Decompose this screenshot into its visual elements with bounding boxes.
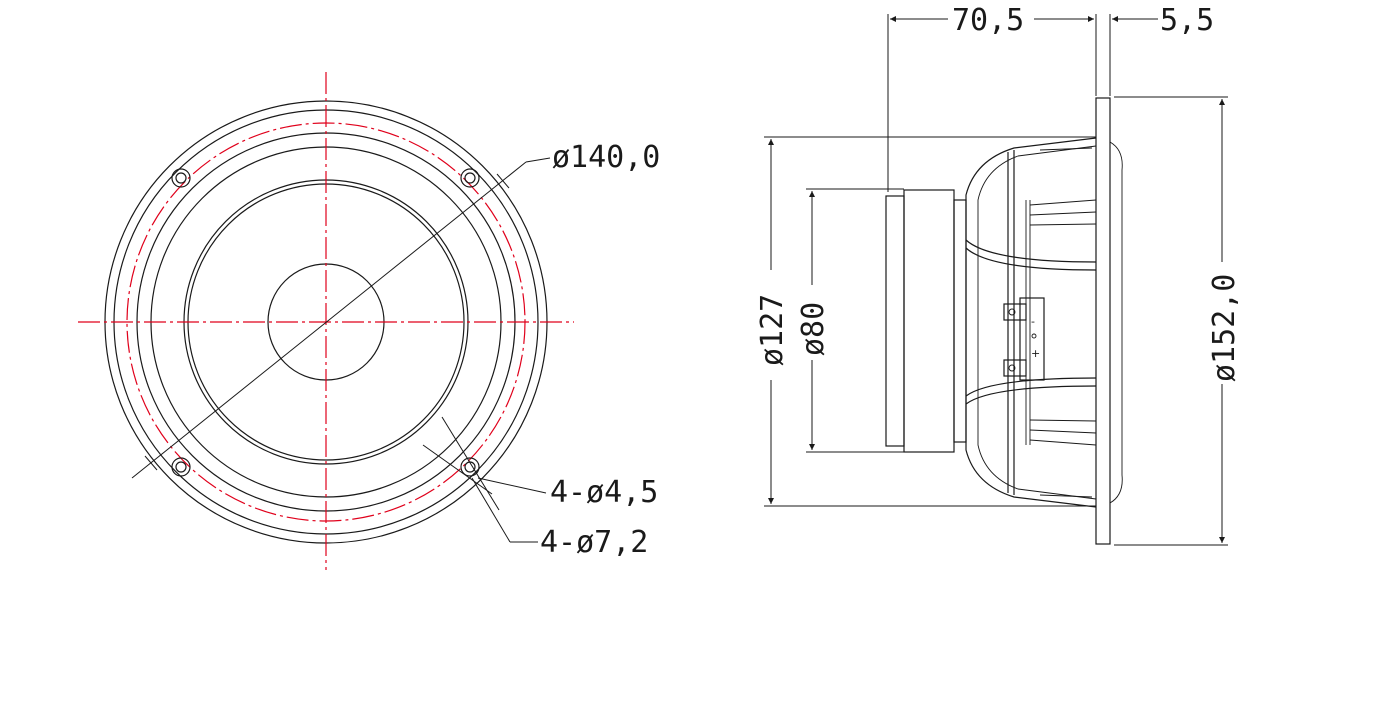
front-view: ø140,0 4-ø4,5 4-ø7,2 xyxy=(78,72,660,570)
frame-flange xyxy=(1095,97,1111,545)
mounting-hole-bottom-left xyxy=(171,457,191,477)
flange-label: 5,5 xyxy=(1160,3,1214,38)
bolt-circle-dimension-line xyxy=(131,161,527,479)
bolt-circle-tick-bottom xyxy=(144,455,158,471)
basket-rib-top-b xyxy=(965,247,1097,271)
hole-diagonal-b xyxy=(441,416,500,511)
hole-diagonal-a xyxy=(422,444,493,495)
depth-label: 70,5 xyxy=(952,3,1024,38)
frame-dia-label: ø152,0 xyxy=(1207,274,1242,382)
surround-bulge xyxy=(1109,141,1123,504)
terminal-plus-label: + xyxy=(1031,347,1040,360)
side-view: - + 70,5 5,5 ø127 ø80 ø152,0 xyxy=(755,3,1242,546)
magnet-back-plate xyxy=(885,195,905,447)
basket-inner-outline xyxy=(977,145,1097,500)
magnet-dia-label: ø80 xyxy=(796,302,831,356)
basket-rib-bottom-b xyxy=(965,385,1097,405)
basket-window-top xyxy=(1029,199,1097,206)
basket-window-bottom-lines xyxy=(1029,419,1097,446)
body-dia-label: ø127 xyxy=(755,294,790,366)
mounting-hole-top-left xyxy=(171,168,191,188)
terminal-block xyxy=(1003,297,1045,381)
basket-rib-top-a xyxy=(965,239,1097,263)
magnet-top-plate xyxy=(953,199,967,443)
bolt-circle-leader xyxy=(525,157,551,163)
basket-edge-lines xyxy=(1039,147,1093,498)
basket-rib-bottom-a xyxy=(965,377,1097,397)
hole-outer-label: 4-ø7,2 xyxy=(540,525,648,560)
hole-outer-leader-diag xyxy=(471,477,511,543)
terminal-minus-label: - xyxy=(1031,315,1035,328)
magnet-body xyxy=(903,189,955,453)
mounting-hole-top-right xyxy=(460,168,480,188)
bolt-circle-label: ø140,0 xyxy=(552,140,660,175)
basket-window-top-lines xyxy=(1029,211,1097,226)
bolt-circle-tick-top xyxy=(496,173,510,189)
hole-inner-leader xyxy=(477,477,547,494)
hole-inner-label: 4-ø4,5 xyxy=(550,475,658,510)
